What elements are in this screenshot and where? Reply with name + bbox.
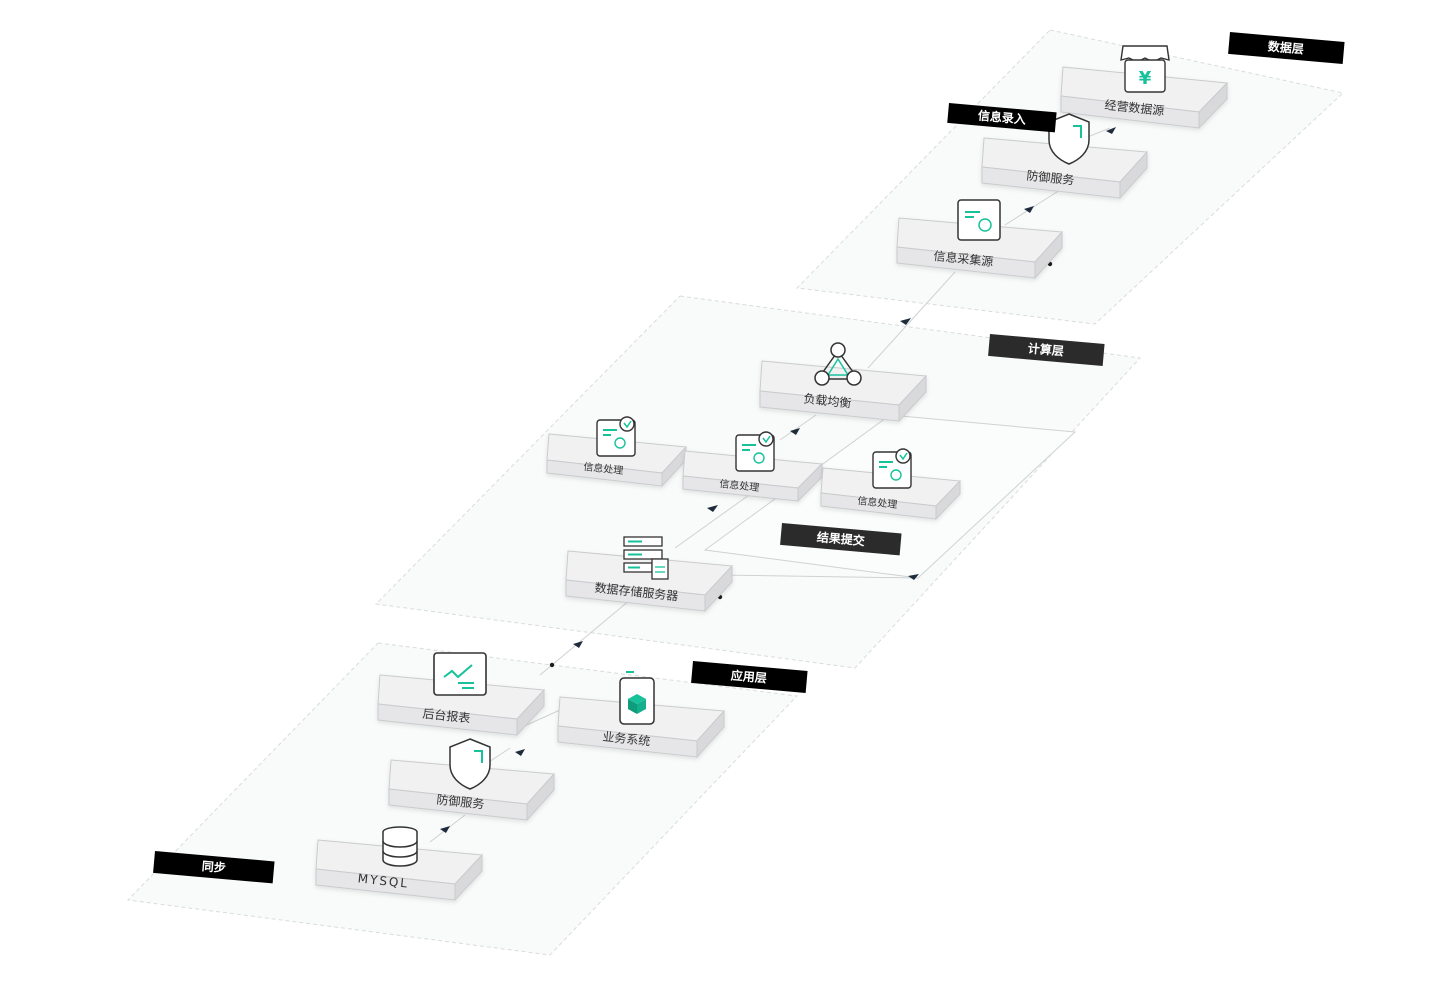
node-label-business-system: 业务系统 [602,729,651,749]
shop-yuan-icon: ¥ [1120,45,1170,93]
tag-application-layer: 应用层 [691,661,808,693]
shield-icon [449,738,491,790]
node-data-storage-server[interactable] [565,550,734,613]
node-label-info-process-2: 信息处理 [719,477,760,494]
tag-info-input: 信息录入 [947,103,1057,133]
monitor-chart-icon [433,652,487,696]
phone-cube-icon [619,671,655,725]
tag-label: 信息录入 [977,108,1026,127]
node-label-backend-report: 后台报表 [422,706,471,726]
tag-result-submit: 结果提交 [780,523,902,556]
card-icon [957,199,1001,241]
tag-compute-layer: 计算层 [988,334,1105,366]
node-label-defense-service-top: 防御服务 [1026,168,1075,188]
network-triangle-icon [814,342,862,386]
svg-text:¥: ¥ [1139,68,1152,89]
card-check-icon [596,416,636,457]
node-info-process-1[interactable] [546,433,688,488]
tag-data-layer: 数据层 [1228,32,1345,64]
database-icon [382,826,418,867]
node-label-info-process-3: 信息处理 [857,494,898,511]
node-backend-report[interactable] [377,674,546,737]
node-label-business-data-source: 经营数据源 [1104,97,1165,118]
card-check-icon [872,448,912,489]
tag-label: 应用层 [730,667,767,685]
tag-label: 结果提交 [816,529,865,548]
node-label-mysql: MYSQL [357,871,410,890]
node-label-load-balance: 负载均衡 [803,392,852,411]
tag-label: 数据层 [1267,38,1304,56]
node-label-info-collection-source: 信息采集源 [933,248,994,269]
card-check-icon [735,431,775,472]
node-defense-service-top[interactable] [981,137,1149,200]
tag-label: 计算层 [1027,340,1064,358]
node-label-info-process-1: 信息处理 [583,460,624,477]
tag-sync: 同步 [153,851,275,884]
arrowheads [440,127,1116,833]
server-stack-icon [623,536,669,580]
node-load-balance[interactable] [759,360,928,423]
shield-icon [1048,113,1090,165]
tag-label: 同步 [201,858,226,875]
node-label-defense-service-bottom: 防御服务 [436,792,485,812]
